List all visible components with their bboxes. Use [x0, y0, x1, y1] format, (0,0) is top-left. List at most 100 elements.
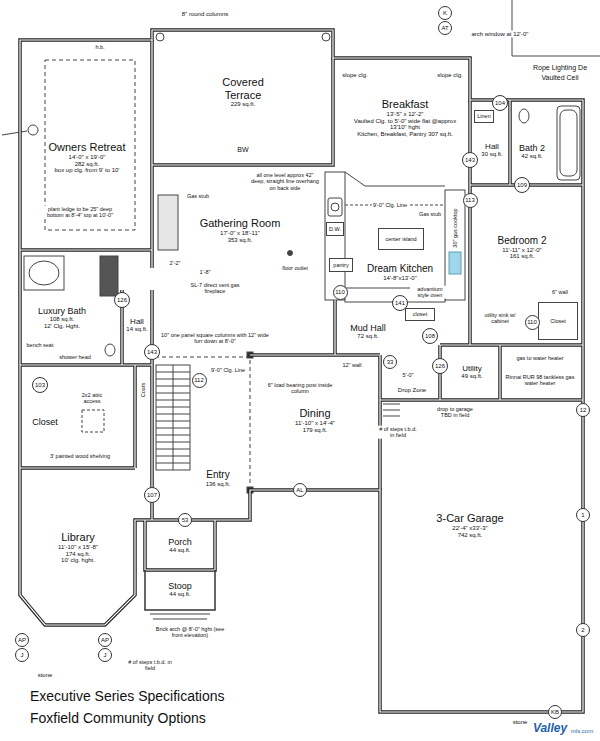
text-group: Stoop44 sq.ft. — [167, 581, 193, 598]
text-group: pantry — [333, 262, 348, 268]
callout-number: 107 — [147, 492, 157, 499]
room-note: 13'-5" x 12'-2" — [349, 111, 461, 118]
room-note: 742 sq.ft. — [436, 531, 503, 538]
text-group: Dream Kitchen14'-8"x13'-0" — [366, 263, 434, 281]
callout-bubble: 109 — [514, 177, 530, 193]
text-group: KB — [551, 709, 559, 716]
plan-note: all one level approx 42" deep, straight … — [250, 172, 320, 191]
callout-number: AP — [101, 637, 109, 644]
callout-number: 110 — [335, 289, 345, 296]
plan-note: 6" load bearing post inside column — [262, 382, 338, 395]
text-group: 2 — [581, 627, 584, 634]
callout-bubble: 1 — [576, 508, 590, 522]
room-area: 3-Car Garage22'-4" x33'-3"742 sq.ft. — [380, 400, 583, 712]
plan-note: 8" round columns — [181, 11, 230, 18]
room-name: Closet — [32, 417, 58, 427]
text-group: 3-Car Garage22'-4" x33'-3"742 sq.ft. — [435, 512, 504, 538]
room-name: Covered Terrace — [208, 76, 278, 101]
room-note: 17'-0" x 18'-11" — [200, 229, 281, 236]
room-area: Covered Terrace229 sq.ft. — [152, 30, 333, 165]
plan-note: floor outlet — [280, 265, 310, 271]
plan-note: 5'-0" — [402, 372, 415, 378]
text-group: Closet — [550, 318, 566, 324]
callout-number: AT — [441, 25, 448, 32]
text-group: Owners Retreat14'-0" x 19'-0"282 sq.ft.b… — [47, 141, 126, 174]
room-note: 44 sq.ft. — [168, 548, 192, 555]
plan-note: Rinnai RUR 98 tankless gas water heater — [503, 374, 578, 387]
room-name: Owners Retreat — [48, 141, 125, 154]
fixture-label: Closet — [550, 318, 566, 324]
plan-note: drop to garage TBD in field — [430, 406, 480, 419]
room-name: Luxury Bath — [38, 306, 86, 316]
fixture-label: closet — [413, 311, 427, 317]
text-group: Bedroom 211'-11" x 12'-0"161 sq.ft. — [497, 235, 548, 260]
room-note: 44 sq.ft. — [168, 592, 192, 599]
text-group: J — [104, 652, 107, 659]
callout-number: AP — [18, 637, 26, 644]
callout-bubble: KB — [548, 705, 562, 719]
text-group: Hall14 sq.ft. — [125, 317, 148, 333]
callout-bubble: AL — [293, 483, 307, 497]
room-note: 11'-11" x 12'-0" — [498, 247, 547, 254]
text-group: Gathering Room17'-0" x 18'-11"353 sq.ft. — [199, 217, 282, 243]
room-name: Entry — [206, 469, 231, 481]
room-note: 282 sq.ft. — [48, 161, 125, 168]
plan-note: 3' painted wood shelving — [40, 453, 120, 459]
room-note: 161 sq.ft. — [498, 254, 547, 261]
callout-bubble: 113 — [463, 193, 478, 208]
watermark: Valley — [532, 722, 568, 736]
text-group: Library11'-10" x 15'-8"174 sq.ft.10' clg… — [57, 531, 99, 564]
plan-note: Gas stub — [418, 211, 442, 217]
plan-note: utility sink w/ cabinet — [476, 312, 524, 325]
text-group: 126 — [435, 363, 445, 370]
callout-number: 126 — [117, 297, 127, 304]
fixture-label: pantry — [333, 262, 348, 268]
plan-note: 6" wall — [551, 289, 569, 295]
room-name: Stoop — [168, 581, 192, 591]
text-group: 109 — [517, 182, 527, 189]
text-group: K — [443, 10, 447, 17]
plan-note: # of steps t.b.d. in field — [123, 659, 178, 672]
plan-note: 12" wall — [341, 362, 362, 368]
callout-number: 33 — [387, 359, 394, 366]
room-note: 42 sq.ft. — [519, 154, 545, 161]
room-note: box up clg. from 9' to 10' — [48, 168, 125, 175]
callout-number: 141 — [395, 300, 405, 307]
plan-note: 2x2 attic access — [74, 392, 110, 405]
callout-number: J — [21, 652, 24, 659]
stoop-outline — [145, 570, 215, 610]
room-note: 11'-10" x 14'-4" — [295, 419, 335, 426]
plan-note: Coats — [140, 382, 146, 398]
room-note: 14'-8"x13'-0" — [367, 274, 433, 281]
fixture-box: closet — [405, 308, 435, 321]
plan-note: shower head — [58, 354, 92, 360]
plan-note: BW — [236, 146, 249, 154]
fixture-box: Closet — [538, 302, 578, 340]
text-group: 126 — [117, 297, 127, 304]
callout-bubble: 110 — [525, 315, 540, 330]
plan-note: bench seat — [26, 342, 55, 348]
callout-number: 1 — [581, 512, 584, 519]
callout-bubble: AP — [98, 633, 112, 647]
text-group: 110 — [527, 319, 537, 326]
text-group: 113 — [465, 197, 475, 204]
room-area: Hall30 sq.ft.Linen — [470, 100, 510, 185]
room-name: Dining — [295, 407, 335, 420]
callout-number: K — [443, 10, 447, 17]
plan-note: SL-7 direct vent gas fireplace — [184, 282, 246, 295]
callout-number: 2 — [581, 627, 584, 634]
callout-bubble: 126 — [432, 358, 448, 374]
callout-bubble: 110 — [333, 285, 348, 300]
plan-note: slope clg. — [341, 72, 368, 79]
text-group: Breakfast13'-5" x 12'-2"Vaulted Clg. to … — [348, 98, 462, 138]
room-area: Owners Retreat14'-0" x 19'-0"282 sq.ft.b… — [20, 40, 152, 250]
room-name: Library — [58, 531, 98, 544]
plan-note: 1'-8" — [199, 269, 212, 275]
callout-number: AL — [296, 487, 303, 494]
callout-bubble: 12 — [576, 403, 590, 417]
callout-bubble: 53 — [178, 513, 192, 527]
callout-number: 126 — [435, 363, 445, 370]
plan-note: Brick arch @ 8'-0" hght (see front eleva… — [150, 626, 230, 639]
room-name: Hall — [481, 142, 502, 151]
